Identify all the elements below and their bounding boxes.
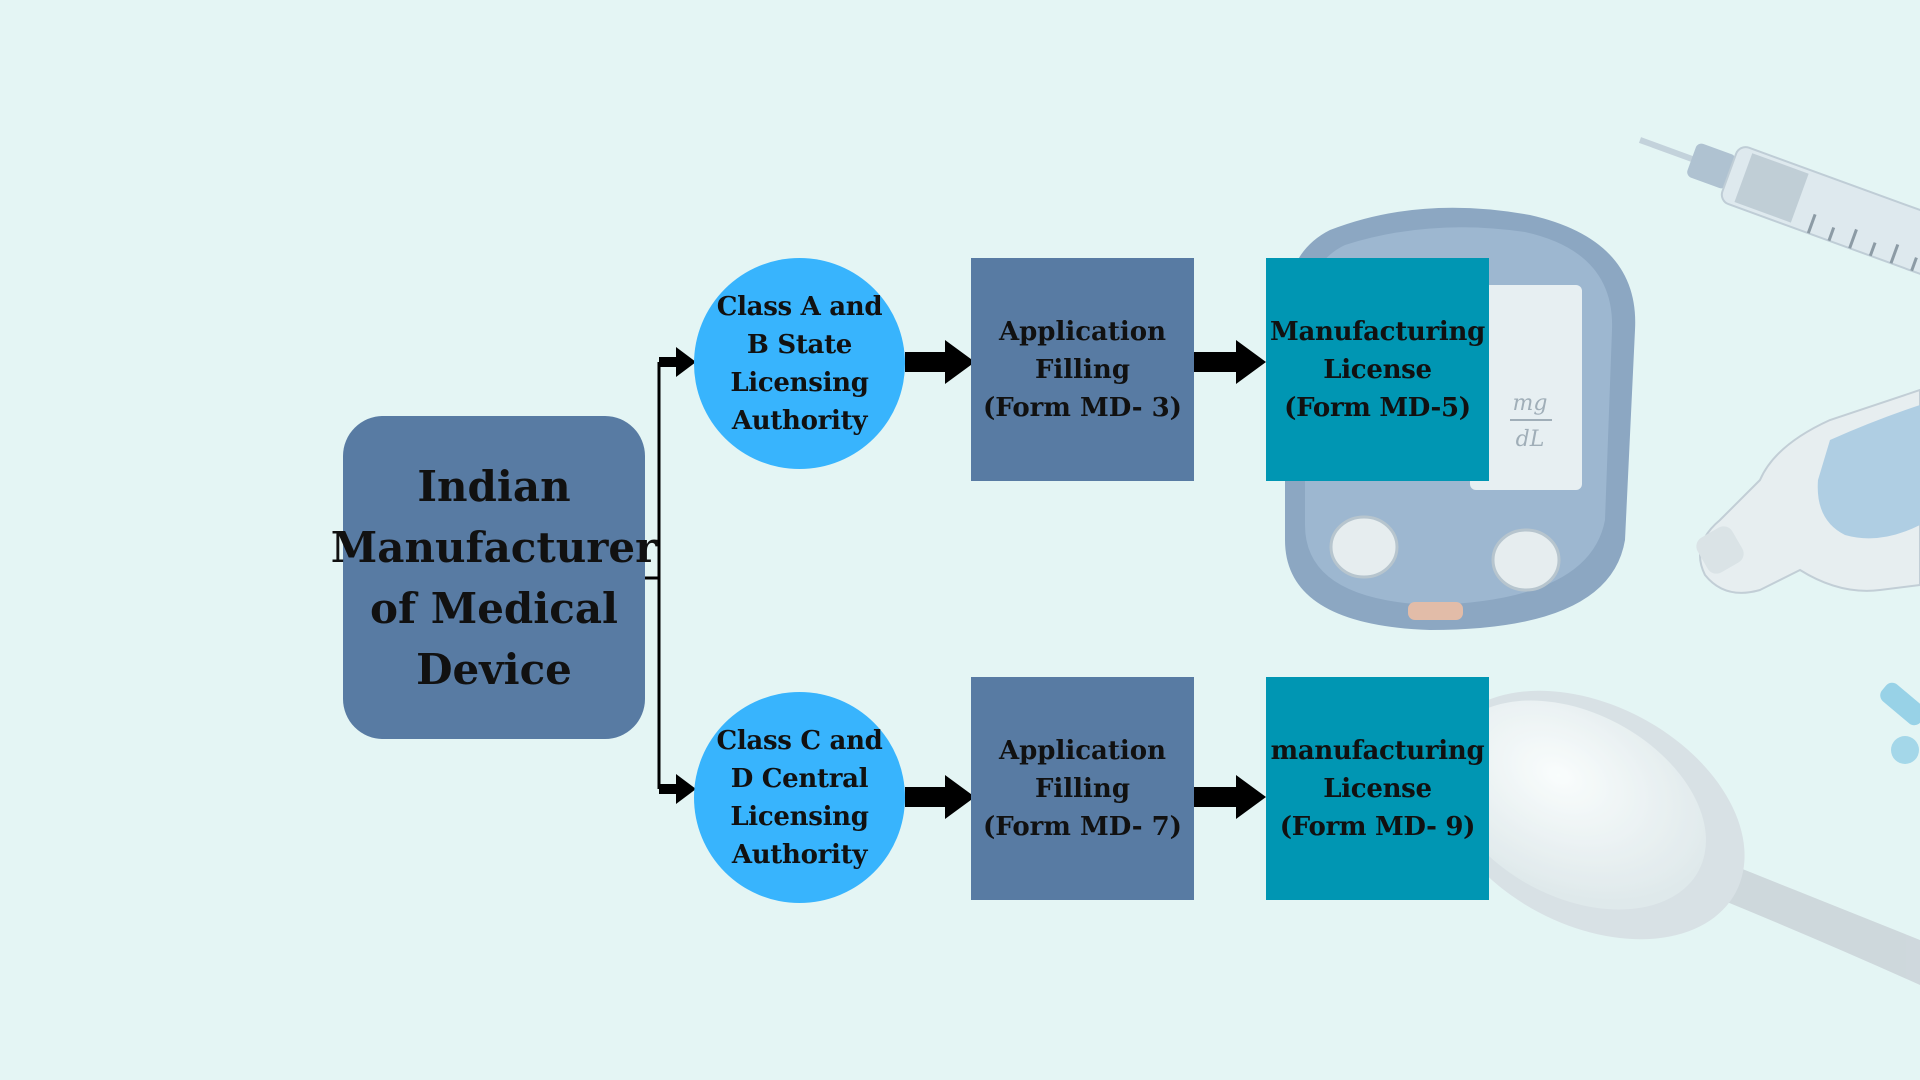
manufacturing-license-md9-label: manufacturing License (Form MD- 9) — [1270, 735, 1485, 842]
manufacturing-license-md5-node: Manufacturing License (Form MD-5) — [1266, 258, 1489, 481]
state-licensing-authority-node: Class A and B State Licensing Authority — [694, 258, 905, 469]
syringe-icon — [1638, 137, 1920, 278]
root-node-label: Indian Manufacturer of Medical Device — [330, 461, 658, 694]
svg-text:dL: dL — [1516, 427, 1545, 452]
arrow-application-to-license-top — [1194, 340, 1266, 384]
application-filling-md3-label: Application Filling (Form MD- 3) — [983, 316, 1182, 423]
manufacturing-license-md5-label: Manufacturing License (Form MD-5) — [1270, 316, 1485, 423]
branch-connector — [645, 347, 696, 804]
lancet-pen-icon — [1696, 388, 1920, 594]
arrow-application-to-license-bottom — [1194, 775, 1266, 819]
application-filling-md7-label: Application Filling (Form MD- 7) — [983, 735, 1182, 842]
manufacturing-license-md9-node: manufacturing License (Form MD- 9) — [1266, 677, 1489, 900]
sugar-spoon-icon — [1435, 690, 1920, 985]
arrow-authority-to-application-bottom — [905, 775, 975, 819]
central-licensing-authority-node: Class C and D Central Licensing Authorit… — [694, 692, 905, 903]
central-licensing-authority-label: Class C and D Central Licensing Authorit… — [716, 725, 883, 870]
root-node-indian-manufacturer: Indian Manufacturer of Medical Device — [331, 416, 657, 739]
state-licensing-authority-label: Class A and B State Licensing Authority — [716, 291, 883, 436]
lancet-icon — [1880, 682, 1920, 764]
application-filling-md7-node: Application Filling (Form MD- 7) — [971, 677, 1194, 900]
application-filling-md3-node: Application Filling (Form MD- 3) — [971, 258, 1194, 481]
svg-text:mg: mg — [1513, 391, 1548, 416]
arrow-authority-to-application-top — [905, 340, 975, 384]
